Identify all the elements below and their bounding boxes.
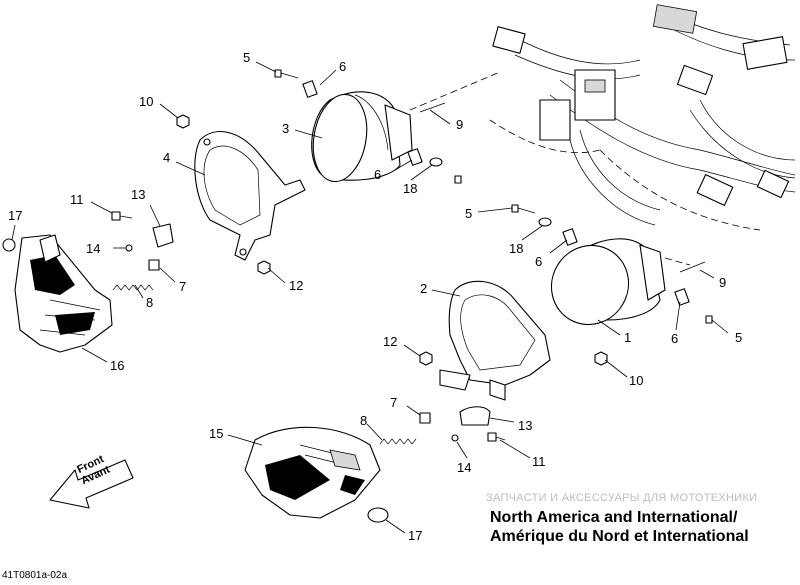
upper-cover: [14, 234, 113, 353]
callout-11a: 11: [70, 192, 84, 207]
front-direction-arrow: [49, 459, 134, 509]
callout-7b: 7: [390, 395, 397, 410]
leader-lines: [11, 61, 729, 534]
callout-18b: 18: [509, 241, 523, 256]
callout-2: 2: [420, 281, 427, 296]
callout-16: 16: [110, 358, 124, 373]
callout-1: 1: [624, 330, 631, 345]
cap-upper: [2, 238, 16, 252]
callout-9b: 9: [719, 275, 726, 290]
callout-8a: 8: [146, 295, 153, 310]
callout-14a: 14: [86, 241, 100, 256]
callout-3: 3: [282, 121, 289, 136]
watermark: ЗАПЧАСТИ И АКСЕССУАРЫ ДЛЯ МОТОТЕХНИКИ: [486, 492, 758, 504]
lower-cover: [244, 426, 381, 519]
callout-12a: 12: [383, 334, 397, 349]
lower-bracket: [439, 280, 551, 401]
market-line-2: Amérique du Nord et International: [490, 528, 749, 545]
callout-numbers: 1 2 3 4 5 5 5 6 6 6 6 7 7 8 8 9 9 10 10 …: [8, 50, 742, 543]
callout-13a: 13: [131, 187, 145, 202]
market-line-1: North America and International/: [490, 509, 738, 526]
lower-headlamp: [550, 238, 691, 326]
callout-13b: 13: [518, 418, 532, 433]
callout-15: 15: [209, 426, 223, 441]
callout-6a: 6: [339, 59, 346, 74]
callout-10b: 10: [629, 373, 643, 388]
callout-12b: 12: [289, 278, 303, 293]
callout-5b: 5: [465, 206, 472, 221]
callout-18a: 18: [403, 181, 417, 196]
wiring-harness: [489, 4, 796, 231]
upper-bracket: [194, 131, 306, 261]
callout-6c: 6: [535, 254, 542, 269]
callout-4: 4: [163, 150, 170, 165]
hardware: [111, 69, 713, 445]
callout-6b: 6: [374, 167, 381, 182]
callout-5a: 5: [243, 50, 250, 65]
callout-10a: 10: [139, 94, 153, 109]
callout-17a: 17: [8, 208, 22, 223]
upper-headlamp: [311, 71, 501, 183]
callout-5c: 5: [735, 330, 742, 345]
callout-8b: 8: [360, 413, 367, 428]
callout-6d: 6: [671, 331, 678, 346]
cap-lower: [367, 507, 389, 523]
callout-14b: 14: [457, 460, 471, 475]
document-id: 41T0801a-02a: [2, 570, 68, 581]
callout-11b: 11: [532, 454, 546, 469]
callout-17b: 17: [408, 528, 422, 543]
callout-7a: 7: [179, 279, 186, 294]
callout-9a: 9: [456, 117, 463, 132]
